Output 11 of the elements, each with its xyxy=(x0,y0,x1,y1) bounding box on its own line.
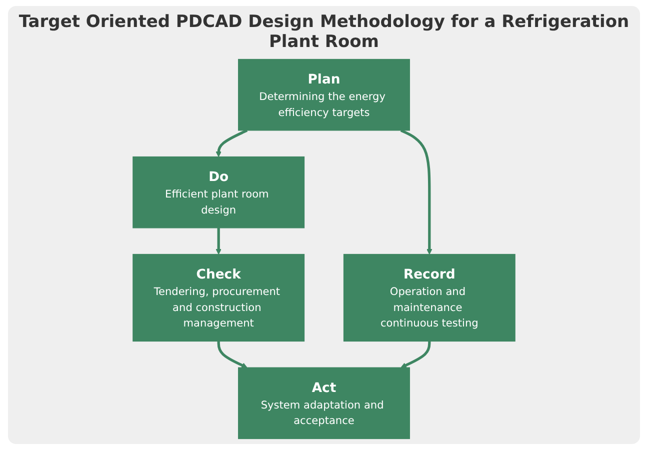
arrow xyxy=(400,341,431,368)
node-box: Act System adaptation and acceptance xyxy=(238,367,410,440)
arrow xyxy=(400,129,432,255)
node-box: Record Operation and maintenance continuous testing xyxy=(343,254,516,342)
arrow xyxy=(217,341,248,368)
diagram-title: Target Oriented PDCAD Design Methodology for a Refrigeration Plant Room xyxy=(18,12,630,52)
arrow xyxy=(216,129,248,158)
node-box: Plan Determining the energy efficiency targets xyxy=(238,58,410,131)
node-box: Do Efficient plant room design xyxy=(132,156,305,228)
arrow xyxy=(216,228,222,255)
node-box: Check Tendering, procurement and construction management xyxy=(132,254,305,342)
